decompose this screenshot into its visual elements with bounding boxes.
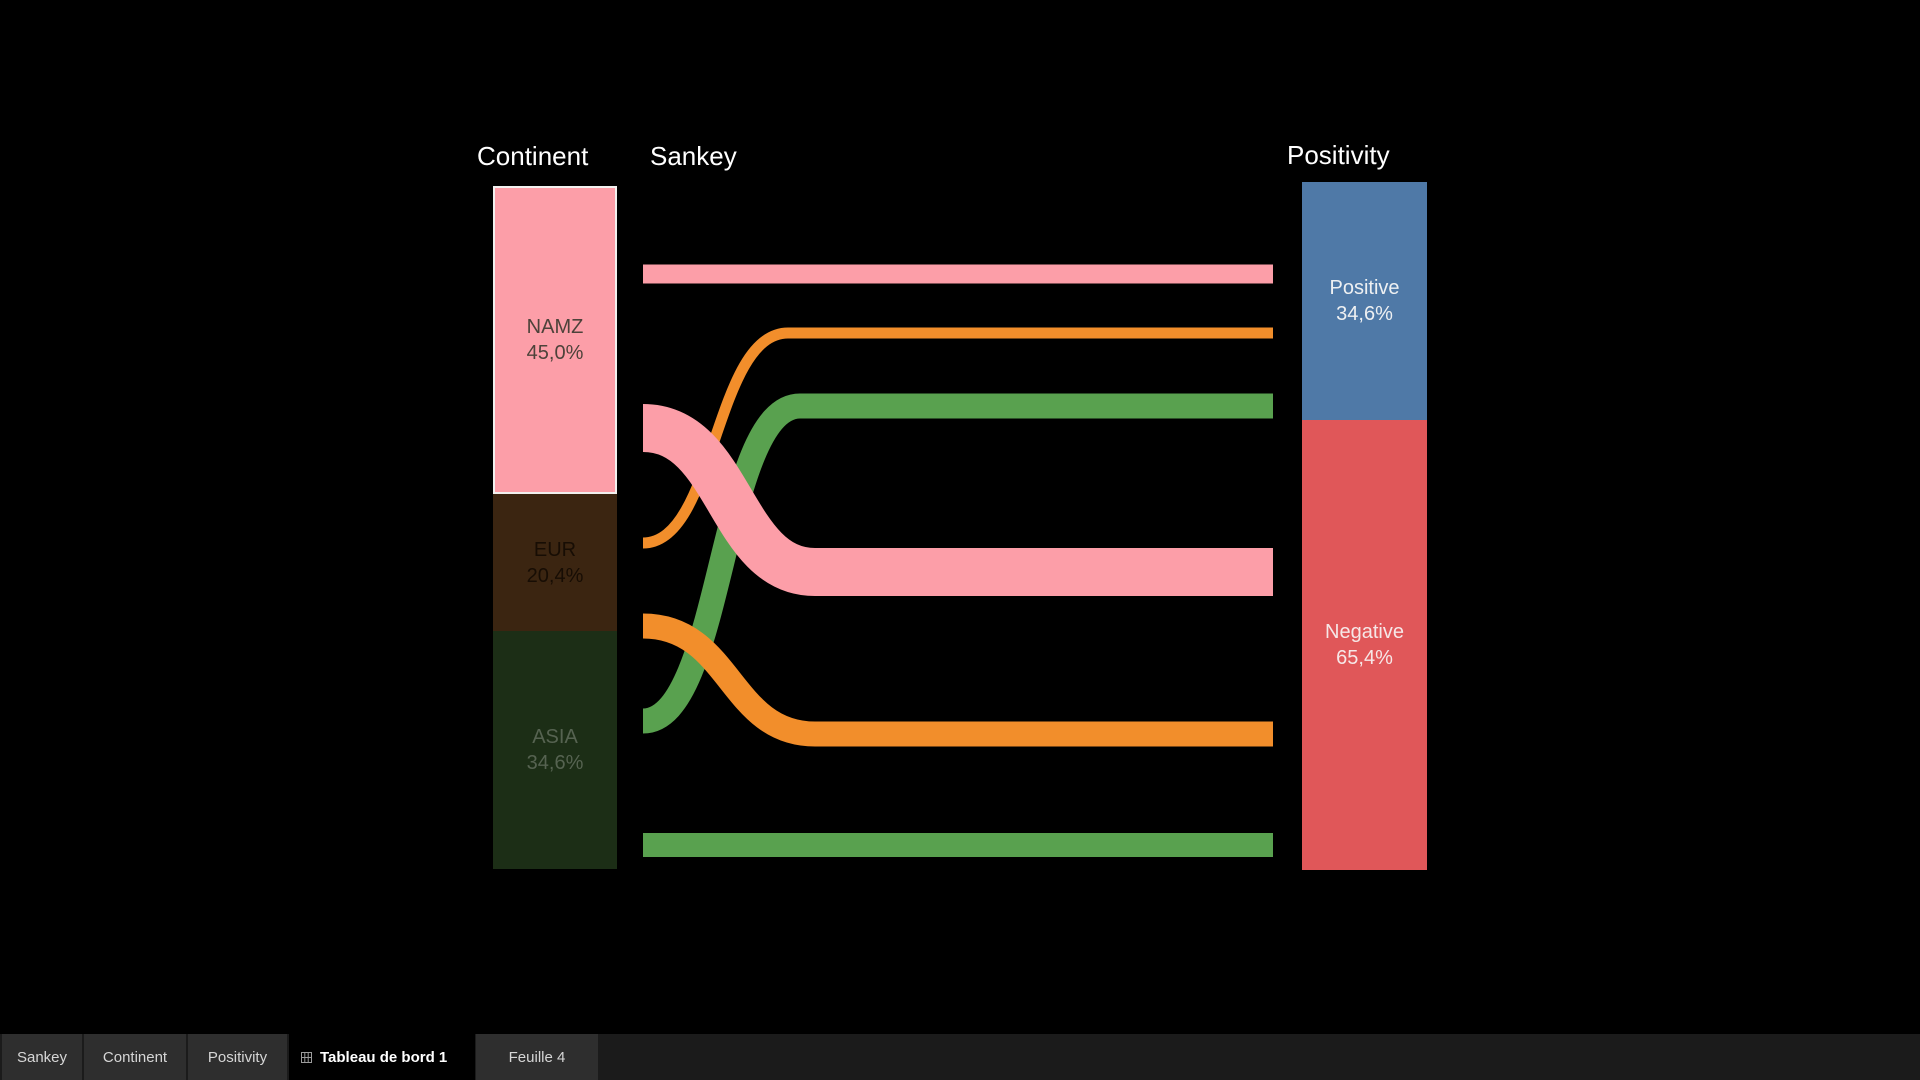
sankey-title: Sankey — [650, 141, 737, 171]
positive-value: 34,6% — [1336, 303, 1393, 325]
continent-title: Continent — [477, 141, 589, 171]
tab-dashboard-label: Tableau de bord 1 — [320, 1048, 448, 1066]
flow-namz-negative[interactable] — [641, 404, 1273, 596]
flow-eur-negative[interactable] — [642, 613, 1273, 747]
tab-sheet-positivity[interactable]: Positivity — [188, 1034, 287, 1080]
positive-label: Positive — [1329, 277, 1400, 299]
tab-dashboard-tableau-de-bord-1[interactable]: Tableau de bord 1 — [289, 1034, 475, 1080]
tab-sheet-continent[interactable]: Continent — [84, 1034, 186, 1080]
sheet-tab-bar: Sankey Continent Positivity Tableau de b… — [0, 1034, 1920, 1080]
eur-label: EUR — [533, 538, 577, 561]
positivity-bar-positive[interactable]: Positive 34,6% — [1302, 182, 1427, 420]
continent-bar-namz[interactable]: NAMZ 45,0% — [493, 186, 617, 494]
positivity-title: Positivity — [1287, 140, 1390, 170]
namz-value: 45,0% — [526, 342, 584, 364]
flow-asia-positive[interactable] — [640, 393, 1273, 734]
eur-value: 20,4% — [526, 564, 584, 587]
dashboard-grid-icon — [301, 1051, 312, 1063]
tab-sheet-sankey[interactable]: Sankey — [2, 1034, 82, 1080]
continent-bar-eur[interactable]: EUR 20,4% — [493, 494, 617, 631]
positivity-bar-negative[interactable]: Negative 65,4% — [1302, 420, 1427, 870]
tab-sheet-feuille-4[interactable]: Feuille 4 — [476, 1034, 598, 1080]
negative-label: Negative — [1325, 621, 1404, 643]
asia-value: 34,6% — [526, 752, 584, 774]
namz-label: NAMZ — [526, 316, 584, 338]
asia-label: ASIA — [532, 726, 578, 748]
negative-value: 65,4% — [1336, 647, 1393, 669]
continent-bar-asia[interactable]: ASIA 34,6% — [493, 631, 617, 869]
flow-eur-positive[interactable] — [642, 327, 1273, 549]
